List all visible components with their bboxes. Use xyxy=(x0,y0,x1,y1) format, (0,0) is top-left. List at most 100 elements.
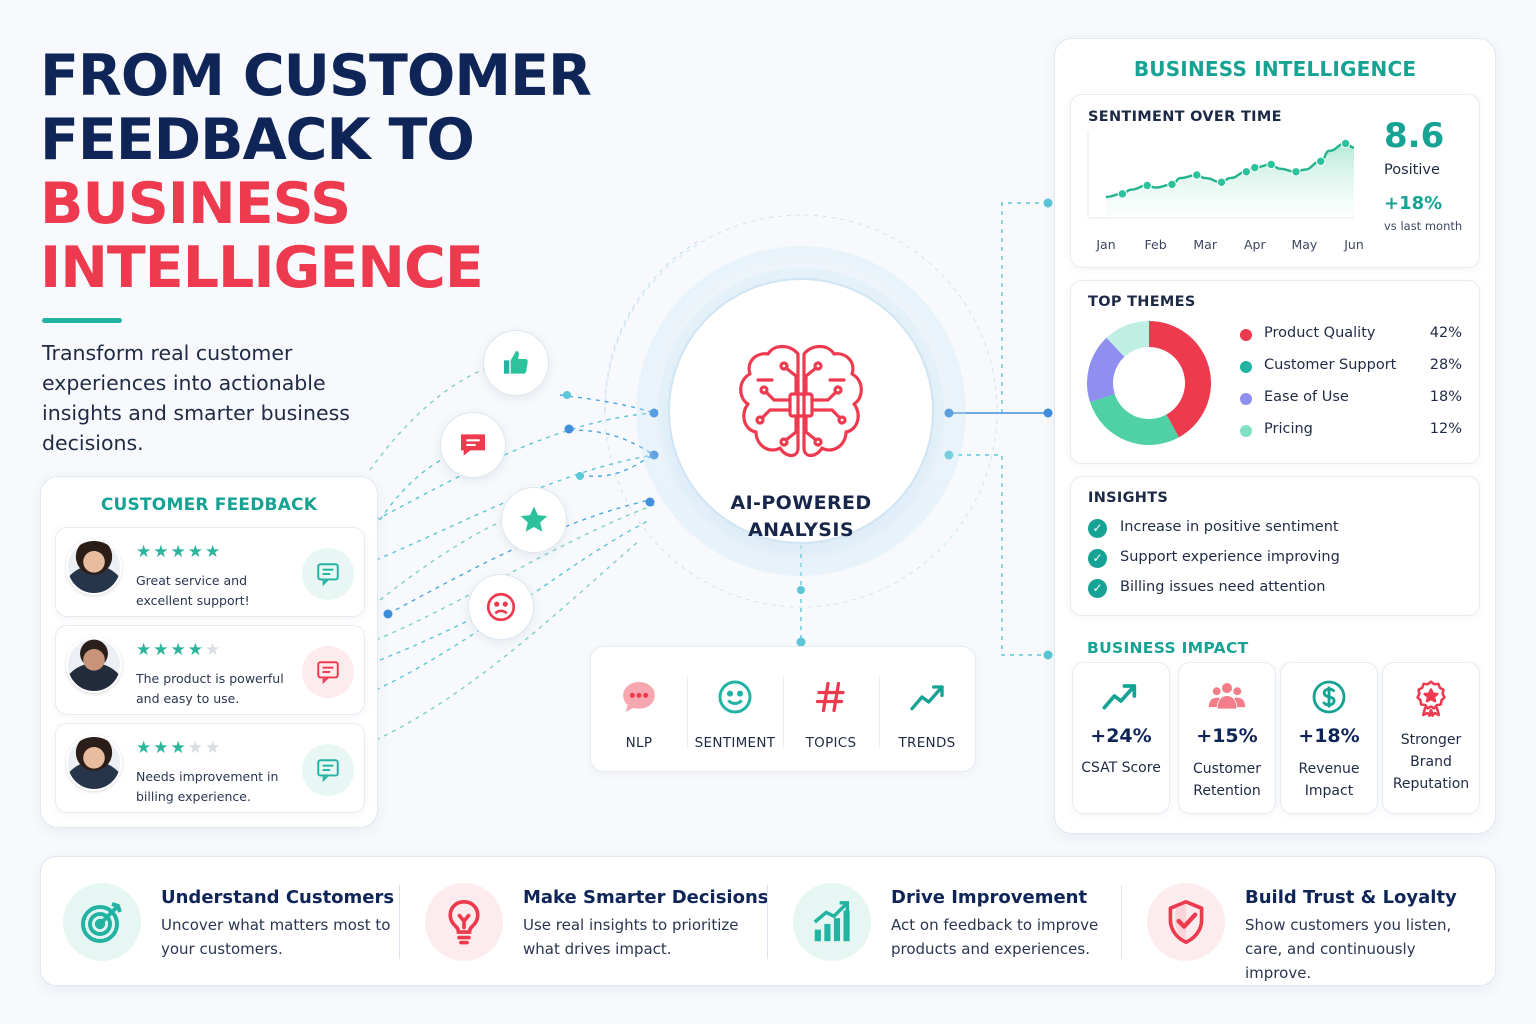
check-icon: ✓ xyxy=(1088,519,1107,538)
tool-topics[interactable]: TOPICS xyxy=(783,647,879,773)
x-tick-label: Mar xyxy=(1193,237,1217,252)
impact-tile-brand: Stronger Brand Reputation xyxy=(1382,662,1480,814)
impact-value: +18% xyxy=(1298,725,1360,747)
benefit-title: Understand Customers xyxy=(161,887,395,908)
benefit-trust-loyalty: Build Trust & Loyalty Show customers you… xyxy=(1125,857,1495,987)
impact-tile-revenue: +18% Revenue Impact xyxy=(1280,662,1378,814)
headline-line-2: FEEDBACK TO xyxy=(40,107,475,173)
trend-line-icon xyxy=(879,677,975,717)
chat-bubble-icon xyxy=(302,744,354,796)
benefit-description: Show customers you listen, care, and con… xyxy=(1245,916,1452,982)
star-filled-icon: ★ xyxy=(153,542,171,562)
legend-dot xyxy=(1240,425,1252,437)
headline: FROM CUSTOMER FEEDBACK TO BUSINESS INTEL… xyxy=(40,44,600,300)
sentiment-delta-label: vs last month xyxy=(1384,219,1463,233)
impact-value: +24% xyxy=(1090,725,1152,747)
benefit-title: Drive Improvement xyxy=(891,887,1088,908)
headline-line-3: BUSINESS xyxy=(40,171,351,237)
impact-caption: Customer Retention xyxy=(1192,761,1261,799)
star-filled-icon: ★ xyxy=(205,542,223,562)
smiley-icon xyxy=(687,677,783,717)
star-rating: ★★★★★ xyxy=(136,542,222,562)
sentiment-point xyxy=(1192,170,1202,180)
sentiment-point xyxy=(1250,162,1260,173)
chat-bubble-icon xyxy=(440,412,506,478)
benefits-strip: Understand Customers Uncover what matter… xyxy=(40,856,1496,986)
theme-row: Pricing 12% xyxy=(1240,419,1462,443)
legend-dot xyxy=(1240,361,1252,373)
divider xyxy=(767,885,768,959)
divider xyxy=(399,885,400,959)
theme-percent: 18% xyxy=(1429,389,1462,405)
accent-divider xyxy=(42,318,122,323)
theme-name: Customer Support xyxy=(1264,357,1397,373)
sentiment-area xyxy=(1106,143,1354,218)
star-rating: ★★★★★ xyxy=(136,640,222,660)
impact-caption: Revenue Impact xyxy=(1298,761,1360,799)
avatar xyxy=(66,539,122,595)
benefit-title: Build Trust & Loyalty xyxy=(1245,887,1457,908)
target-icon xyxy=(63,883,141,961)
sentiment-delta: +18% xyxy=(1384,193,1443,214)
group-icon xyxy=(1179,679,1275,713)
sentiment-point xyxy=(1316,156,1326,166)
theme-name: Product Quality xyxy=(1264,325,1376,341)
benefit-description: Use real insights to prioritize what dri… xyxy=(523,916,739,958)
insight-text: Support experience improving xyxy=(1120,549,1340,565)
sentiment-point xyxy=(1291,167,1301,177)
star-filled-icon: ★ xyxy=(187,542,205,562)
legend-dot xyxy=(1240,393,1252,405)
star-rating: ★★★★★ xyxy=(136,738,222,758)
sentiment-point xyxy=(1216,177,1227,187)
subtitle: Transform real customer experiences into… xyxy=(42,341,350,455)
shield-check-icon xyxy=(1147,883,1225,961)
feedback-card[interactable]: ★★★★★ The product is powerful and easy t… xyxy=(55,625,365,715)
tool-sentiment[interactable]: SENTIMENT xyxy=(687,647,783,773)
tool-trends[interactable]: TRENDS xyxy=(879,647,975,773)
business-intelligence-title: BUSINESS INTELLIGENCE xyxy=(1133,57,1417,81)
ai-analysis-label-line-1: AI-POWERED xyxy=(730,492,872,514)
analysis-tools-card: NLP SENTIMENT TOPICS TRENDS xyxy=(590,646,976,772)
tool-label: TOPICS xyxy=(805,735,857,751)
star-empty-icon: ★ xyxy=(187,738,205,758)
impact-tile-csat: +24% CSAT Score xyxy=(1072,662,1170,814)
feedback-card[interactable]: ★★★★★ Great service and excellent suppor… xyxy=(55,527,365,617)
check-icon: ✓ xyxy=(1088,549,1107,568)
legend-dot xyxy=(1240,329,1252,341)
donut-slice xyxy=(1149,321,1211,438)
award-badge-icon xyxy=(1383,679,1479,717)
sentiment-point xyxy=(1167,179,1177,190)
donut-slice xyxy=(1106,321,1149,357)
sentiment-point xyxy=(1266,159,1276,170)
impact-caption: CSAT Score xyxy=(1081,760,1161,776)
sad-face-icon xyxy=(468,574,534,640)
theme-percent: 12% xyxy=(1429,421,1462,437)
tool-nlp[interactable]: NLP xyxy=(591,647,687,773)
lightbulb-icon xyxy=(425,883,503,961)
star-filled-icon: ★ xyxy=(136,738,154,758)
trend-up-icon xyxy=(1073,679,1169,713)
avatar xyxy=(66,735,122,791)
business-impact-title: BUSINESS IMPACT xyxy=(1087,639,1249,657)
tool-label: NLP xyxy=(625,735,653,751)
headline-line-1: FROM CUSTOMER xyxy=(40,43,592,109)
star-filled-icon: ★ xyxy=(170,640,188,660)
theme-row: Ease of Use 18% xyxy=(1240,387,1462,411)
theme-row: Product Quality 42% xyxy=(1240,323,1462,347)
insight-text: Billing issues need attention xyxy=(1120,579,1326,595)
feedback-card[interactable]: ★★★★★ Needs improvement in billing exper… xyxy=(55,723,365,813)
theme-name: Ease of Use xyxy=(1264,389,1349,405)
insights-title: INSIGHTS xyxy=(1088,490,1169,506)
sentiment-point xyxy=(1142,180,1152,191)
theme-percent: 42% xyxy=(1429,325,1462,341)
feedback-text: Needs improvement in billing experience. xyxy=(136,769,279,804)
ai-analysis-label: AI-POWERED ANALYSIS xyxy=(668,490,934,544)
tool-label: TRENDS xyxy=(898,735,956,751)
star-filled-icon: ★ xyxy=(136,542,154,562)
donut-slice xyxy=(1090,394,1179,445)
star-icon xyxy=(501,487,567,553)
chat-bubble-icon xyxy=(302,548,354,600)
growth-chart-icon xyxy=(793,883,871,961)
x-tick-label: Feb xyxy=(1145,237,1167,252)
